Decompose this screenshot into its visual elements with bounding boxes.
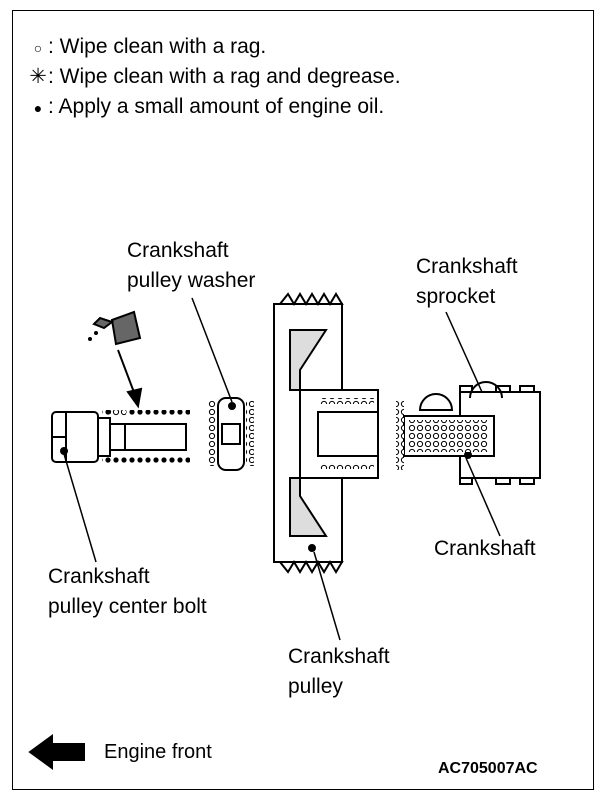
crankshaft-pulley: [273, 292, 379, 574]
asterisk-icon: ✳: [29, 65, 47, 88]
label-pulley-line1: Crankshaft: [288, 645, 390, 668]
engine-front-arrow-icon: [28, 734, 85, 770]
legend-text-degrease: : Wipe clean with a rag and degrease.: [48, 65, 401, 88]
legend-text-wipe: : Wipe clean with a rag.: [48, 35, 267, 58]
legend-text-oil: : Apply a small amount of engine oil.: [48, 95, 385, 118]
leader-lines: [63, 297, 501, 641]
figure-code: AC705007AC: [438, 760, 538, 777]
label-sprocket-line1: Crankshaft: [416, 255, 518, 278]
filled-circle-icon: ●: [33, 100, 43, 116]
label-sprocket-line2: sprocket: [416, 285, 496, 308]
label-crankshaft: Crankshaft: [434, 537, 536, 560]
label-washer-line1: Crankshaft: [127, 239, 229, 262]
engine-front-label: Engine front: [104, 741, 212, 763]
label-bolt-line1: Crankshaft: [48, 565, 150, 588]
legend-row-wipe: ○ : Wipe clean with a rag.: [28, 32, 267, 63]
pulley-washer: [208, 397, 254, 471]
oil-arrow: [117, 349, 143, 409]
label-pulley-line2: pulley: [288, 675, 343, 698]
open-circle-icon: ○: [33, 40, 43, 56]
oil-can-icon: [88, 310, 142, 346]
center-bolt: [51, 410, 190, 463]
crankshaft-and-sprocket: [396, 381, 541, 485]
legend-row-degrease: ✳: Wipe clean with a rag and degrease.: [28, 62, 401, 92]
label-bolt-line2: pulley center bolt: [48, 595, 207, 618]
label-washer-line2: pulley washer: [127, 269, 256, 292]
legend-row-oil: ● : Apply a small amount of engine oil.: [28, 92, 384, 123]
